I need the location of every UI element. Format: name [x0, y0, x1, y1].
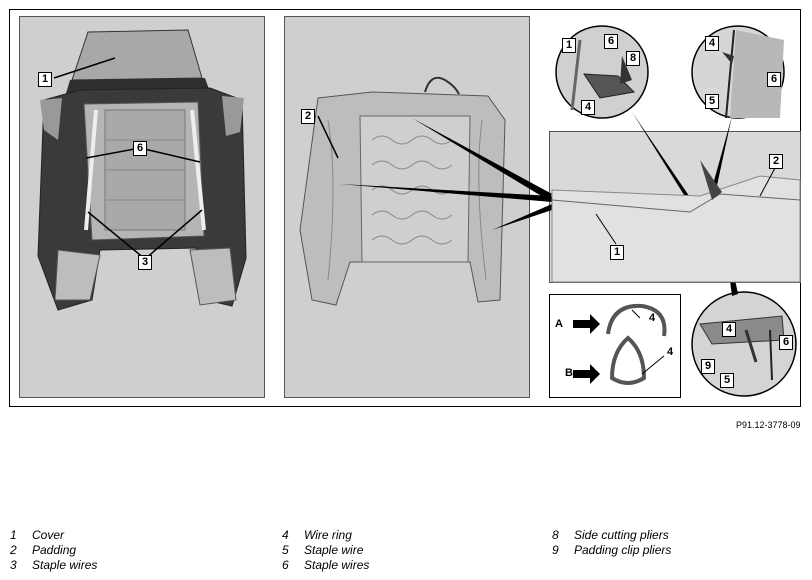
legend-text: Padding	[32, 543, 77, 557]
legend-text: Staple wires	[32, 558, 98, 572]
legend-text: Cover	[32, 528, 65, 542]
legend-item: 1 Cover	[10, 528, 97, 543]
callout-br-5: 5	[720, 373, 735, 388]
legend-item: 8 Side cutting pliers	[552, 528, 671, 543]
callout-tr-6: 6	[767, 72, 782, 87]
callout-tr-5: 5	[705, 94, 720, 109]
callout-left-1: 1	[38, 72, 53, 87]
legend-item: 3 Staple wires	[10, 558, 97, 573]
figure-reference: P91.12-3778-09	[736, 420, 801, 430]
legend-number: 8	[552, 528, 559, 542]
legend-column-1: 1 Cover 2 Padding 3 Staple wires	[10, 528, 97, 573]
legend-text: Side cutting pliers	[574, 528, 669, 542]
legend-column-3: 8 Side cutting pliers 9 Padding clip plier…	[552, 528, 671, 558]
legend-number: 5	[282, 543, 289, 557]
legend-text: Wire ring	[304, 528, 352, 542]
callout-mid-2: 2	[301, 109, 316, 124]
callout-left-3: 3	[138, 255, 153, 270]
callout-br-6: 6	[779, 335, 794, 350]
callout-tr-4: 4	[705, 36, 720, 51]
legend-item: 5 Staple wire	[282, 543, 369, 558]
callout-tl-6: 6	[604, 34, 619, 49]
legend-item: 4 Wire ring	[282, 528, 369, 543]
legend-text: Padding clip pliers	[574, 543, 672, 557]
callout-ring-b-num: 4	[667, 346, 674, 358]
legend-text: Staple wires	[304, 558, 370, 572]
legend-number: 4	[282, 528, 289, 542]
legend-item: 9 Padding clip pliers	[552, 543, 671, 558]
legend-number: 1	[10, 528, 17, 542]
callout-center-1: 1	[610, 245, 625, 260]
callout-tl-1: 1	[562, 38, 577, 53]
callout-tl-8: 8	[626, 51, 641, 66]
callout-center-2: 2	[769, 154, 784, 169]
callout-ring-a-num: 4	[649, 312, 656, 324]
callout-br-4: 4	[722, 322, 737, 337]
callout-tl-4: 4	[581, 100, 596, 115]
legend-number: 3	[10, 558, 17, 572]
legend-column-2: 4 Wire ring 5 Staple wire 6 Staple wires	[282, 528, 369, 573]
callout-ring-a-label: A	[555, 318, 563, 330]
legend-text: Staple wire	[304, 543, 364, 557]
legend-item: 2 Padding	[10, 543, 97, 558]
legend-item: 6 Staple wires	[282, 558, 369, 573]
legend-number: 2	[10, 543, 17, 557]
legend-number: 9	[552, 543, 559, 557]
callout-left-6: 6	[133, 141, 148, 156]
legend-number: 6	[282, 558, 289, 572]
callout-ring-b-label: B	[565, 367, 573, 379]
callout-br-9: 9	[701, 359, 716, 374]
